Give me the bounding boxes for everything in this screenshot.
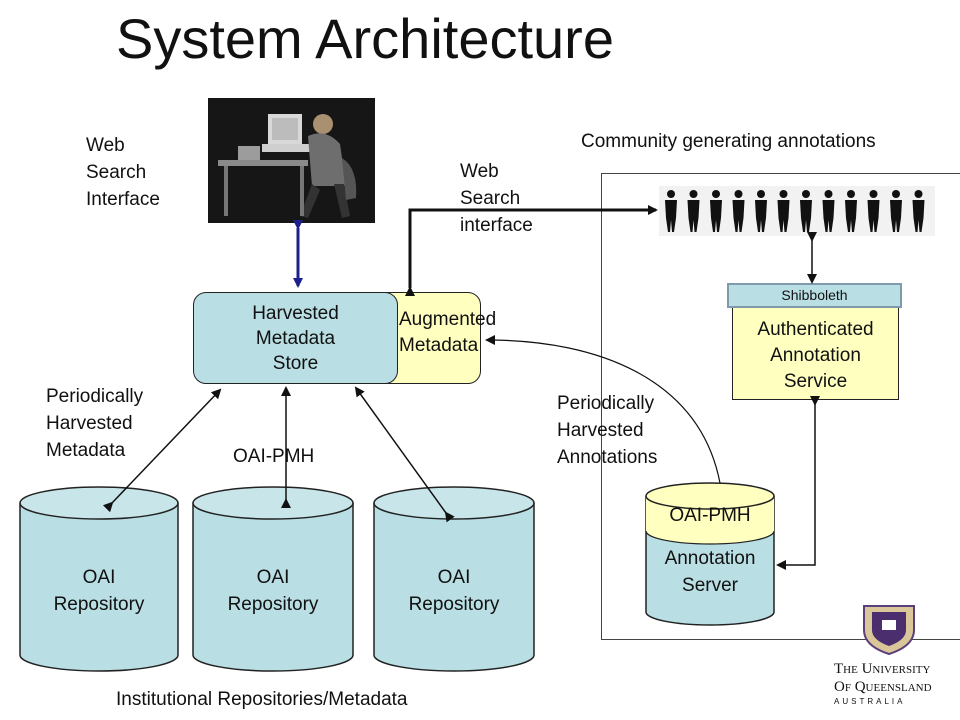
service-line: Authenticated — [757, 319, 874, 340]
label-line: Web — [86, 135, 125, 156]
person-head — [802, 190, 810, 198]
people-group-icon — [659, 186, 935, 236]
annotation-server-cylinder — [645, 482, 775, 626]
page-title: System Architecture — [116, 7, 614, 70]
institutional-repositories-label: Institutional Repositories/Metadata — [116, 689, 408, 710]
person-body — [755, 200, 767, 232]
university-name-line2: Of Queensland — [834, 679, 932, 695]
person-body — [845, 200, 857, 232]
person-head — [689, 190, 698, 198]
person-head — [757, 190, 765, 198]
community-label: Community generating annotations — [581, 131, 876, 152]
person-body — [822, 200, 835, 232]
connector-arrow — [405, 205, 658, 296]
person-head — [847, 190, 855, 198]
person-head — [914, 190, 923, 198]
double-arrow — [102, 388, 222, 513]
connector-arrow — [776, 396, 820, 570]
person-body — [890, 200, 902, 232]
label-line: Harvested — [557, 420, 644, 441]
annotation-server-protocol-label: OAI-PMH — [669, 505, 751, 526]
label-line: Search — [86, 162, 147, 183]
university-country: AUSTRALIA — [834, 697, 906, 706]
periodically-harvested-annotations-label: Periodically Harvested Annotations — [557, 390, 657, 471]
harvested-metadata-store: Harvested Metadata Store — [193, 292, 398, 384]
authenticated-annotation-service: Authenticated Annotation Service — [732, 300, 899, 400]
label-line: Annotations — [557, 447, 658, 468]
store-line: Harvested — [252, 302, 339, 324]
uq-crest-logo — [863, 605, 915, 656]
person-head — [734, 190, 743, 198]
augmented-line: Metadata — [399, 335, 479, 356]
label-line: Web — [460, 161, 499, 182]
person-head — [667, 190, 675, 198]
oai-pmh-label: OAI-PMH — [233, 446, 315, 467]
person-head — [892, 190, 900, 198]
community-boundary — [601, 173, 960, 640]
person-head — [824, 190, 833, 198]
double-arrow — [354, 386, 455, 523]
university-logo: The University Of Queensland AUSTRALIA — [834, 604, 949, 709]
person-body — [665, 200, 677, 232]
shibboleth-bar: Shibboleth — [727, 283, 902, 308]
university-name-line1: The University — [834, 661, 931, 677]
store-line: Metadata — [255, 327, 336, 349]
person-body — [867, 200, 880, 232]
service-line: Service — [783, 371, 848, 392]
label-line: Interface — [86, 189, 160, 210]
person-body — [710, 200, 722, 232]
person-body — [912, 200, 925, 232]
person-body — [687, 200, 700, 232]
augmented-line: Augmented — [399, 309, 497, 330]
store-line: Store — [272, 352, 319, 374]
service-line: Annotation — [770, 345, 861, 366]
person-head — [712, 190, 720, 198]
person-head — [869, 190, 878, 198]
augmented-metadata-label: Augmented Metadata — [399, 307, 496, 359]
person-body — [800, 200, 812, 232]
web-search-interface-label: Web Search Interface — [86, 132, 160, 213]
person-body — [732, 200, 745, 232]
label-line: Periodically — [557, 393, 655, 414]
label-line: Search — [460, 188, 521, 209]
oai-repository-cylinder — [192, 486, 354, 672]
person-head — [779, 190, 788, 198]
user-photo — [208, 98, 375, 223]
person-body — [777, 200, 790, 232]
curved-arrow — [485, 335, 721, 484]
